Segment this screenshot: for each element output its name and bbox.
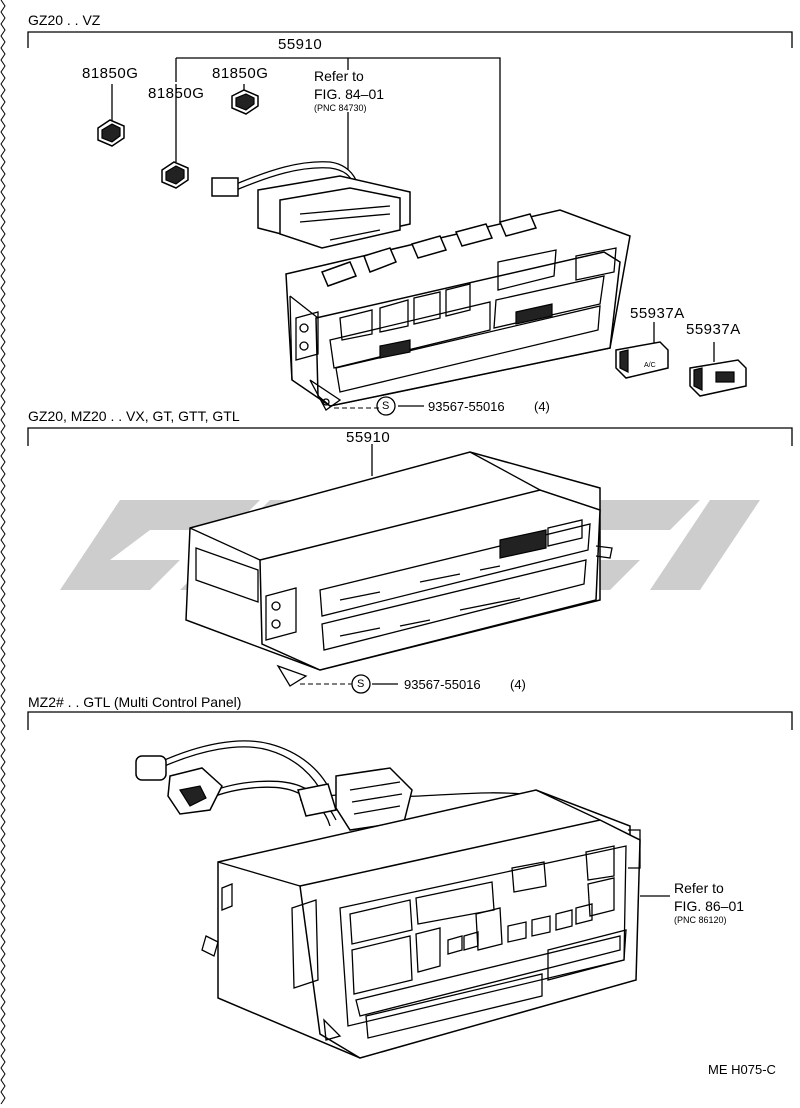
knob-b (689, 342, 747, 397)
section-2-bolt-qty: (4) (510, 677, 526, 692)
screw-label-3: 81850G (212, 65, 269, 82)
section-2-heading: GZ20, MZ20 . . VX, GT, GTT, GTL (28, 408, 240, 424)
servo-actuator (211, 112, 411, 249)
multi-control-panel (201, 789, 641, 1059)
bolt-symbol-s1-letter: S (382, 400, 390, 412)
section-2-bracket (27, 427, 793, 476)
section-2-bolt-number: 93567-55016 (404, 677, 481, 692)
section-1-part-number: 55910 (278, 36, 323, 53)
section-3-refer-pnc: (PNC 86120) (674, 915, 727, 925)
wiring-harness (135, 740, 541, 831)
knob-face-label: A/C (644, 362, 656, 369)
section-1-bolt-number: 93567-55016 (428, 399, 505, 414)
section-1-refer-pnc: (PNC 84730) (314, 103, 367, 113)
control-unit-gz20-mz20 (185, 451, 613, 687)
section-3-bracket (27, 711, 793, 730)
zigzag-page-edge (0, 0, 6, 1105)
leader-lines (372, 405, 670, 897)
section-1-bracket (27, 31, 793, 232)
section-3-heading: MZ2# . . GTL (Multi Control Panel) (28, 694, 242, 710)
section-3-refer-line1: Refer to (674, 880, 724, 896)
screw-label-2: 81850G (148, 85, 205, 102)
section-3-refer-line2: FIG. 86–01 (674, 898, 745, 914)
knob-a (615, 322, 669, 379)
section-1-refer-line2: FIG. 84–01 (314, 86, 385, 102)
screw-3 (231, 84, 259, 115)
bolt-symbol-s1 (376, 396, 396, 416)
screw-1 (97, 84, 125, 147)
section-1-refer-line1: Refer to (314, 68, 364, 84)
control-unit-gz20-vz (285, 209, 631, 411)
screw-label-1: 81850G (82, 65, 139, 82)
bolt-symbol-s2 (351, 674, 371, 694)
section-1-bolt-qty: (4) (534, 399, 550, 414)
knob-label-1: 55937A (630, 305, 685, 322)
knob-label-2: 55937A (686, 321, 741, 338)
section-1-heading: GZ20 . . VZ (28, 12, 101, 28)
section-2-part-number: 55910 (346, 429, 391, 446)
bolt-symbol-s2-letter: S (357, 678, 365, 690)
screw-2 (161, 84, 189, 189)
footer-code: ME H075-C (708, 1062, 776, 1077)
